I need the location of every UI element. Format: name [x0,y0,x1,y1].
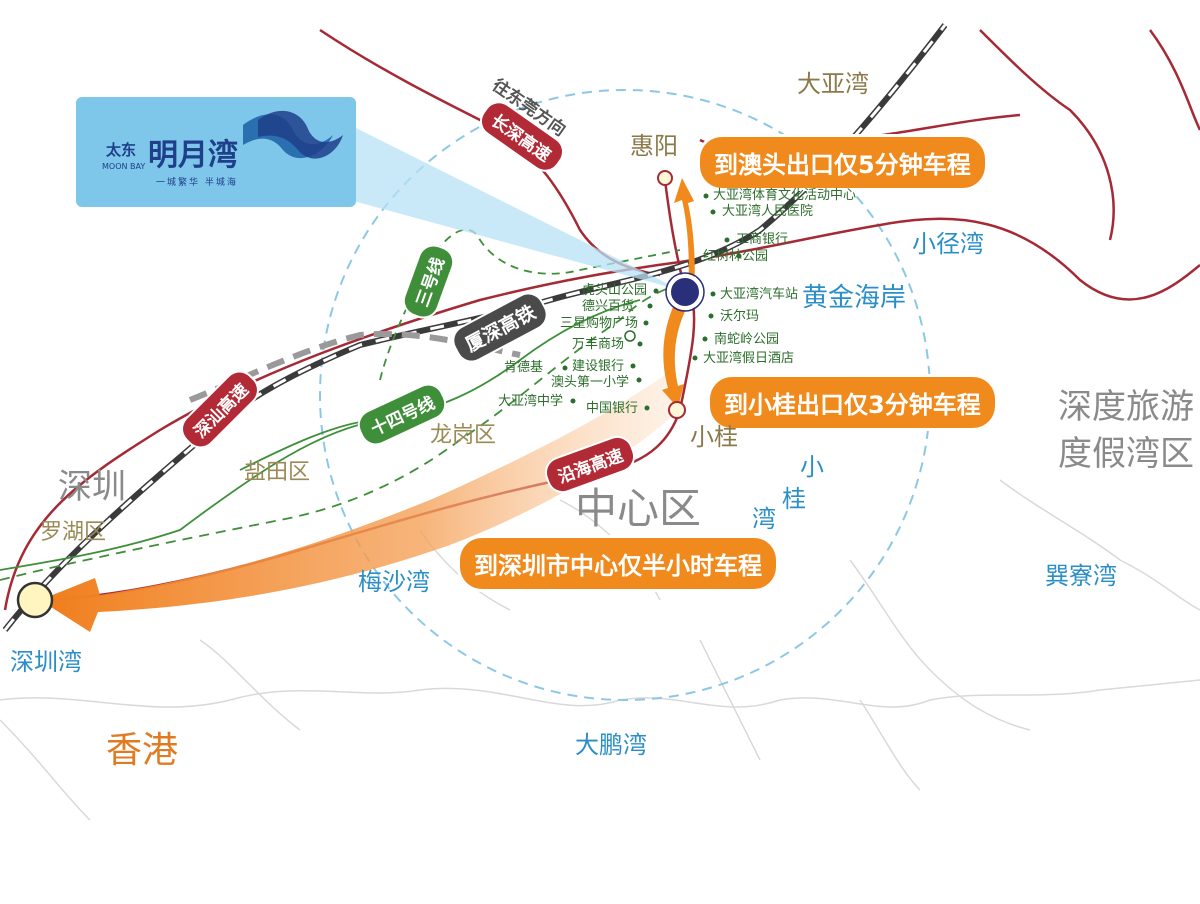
label-luohu: 罗湖区 [40,520,107,545]
poi-right-1: 大亚湾人民医院 [722,204,814,219]
poi-left-7: 大亚湾中学 [498,394,564,409]
label-huangjin-coast: 黄金海岸 [802,283,907,313]
logo-brand-cn-small: 太东 [106,141,137,159]
label-resort-line1: 深度旅游 [1058,387,1194,427]
poi-right-5: 沃尔玛 [720,309,760,324]
logo-beam [320,110,680,290]
label-meishawan: 梅沙湾 [358,568,430,596]
poi-right-6: 南蛇岭公园 [714,332,780,347]
project-logo-card[interactable]: 太东 MOON BAY 明月湾 一城繁华 半城海 [76,97,356,207]
poi-left-6: 澳头第一小学 [551,375,630,390]
xiaogui-node [668,401,686,419]
poi-right-3: 红树林公园 [703,249,769,264]
poi-right-4: 大亚湾汽车站 [720,287,799,302]
label-longgang: 龙岗区 [430,423,497,448]
callout-shenzhen: 到深圳市中心仅半小时车程 [460,538,776,589]
poi-right-0: 大亚湾体育文化活动中心 [713,188,857,203]
poi-left-1: 德兴百货 [582,299,635,314]
poi-marker-sanxing [624,330,636,342]
poi-left-4: 肯德基 [504,360,544,375]
label-yantian: 盐田区 [244,460,311,485]
poi-right-7: 大亚湾假日酒店 [703,351,795,366]
label-huiyang: 惠阳 [630,132,678,160]
logo-brand-cn-big: 明月湾 [148,138,238,173]
label-dapengwan: 大鹏湾 [575,731,647,759]
label-dayawan: 大亚湾 [797,70,869,98]
label-xunliaowan: 巽寮湾 [1045,562,1117,590]
shenzhenwan-node [16,581,54,619]
poi-dots [562,193,742,411]
label-shenzhenwan: 深圳湾 [10,648,82,676]
label-shenzhen: 深圳 [58,467,126,507]
logo-brand-en: MOON BAY [102,162,146,171]
label-resort-line2: 度假湾区 [1058,434,1194,474]
xiaogui-arrow [662,300,688,408]
huiyang-node [657,170,673,186]
label-hongkong: 香港 [106,730,179,771]
wave-logo-icon [243,110,343,159]
label-xiaojingwan: 小径湾 [912,230,984,258]
label-xiaogui: 小桂 [690,423,738,451]
aotou-arrow [674,178,695,292]
shenzhen-arrow [40,375,680,632]
callout-xiaogui: 到小桂出口仅3分钟车程 [710,377,995,428]
poi-left-0: 虎头山公园 [582,283,648,298]
label-zhongxinqu: 中心区 [575,484,702,533]
label-xiaoguiwan-2: 桂 [782,485,806,513]
poi-left-8: 中国银行 [586,401,639,416]
callout-aotou: 到澳头出口仅5分钟车程 [700,137,985,188]
poi-left-3: 万丰商场 [572,337,625,352]
railway-line [2,23,948,632]
label-xiaoguiwan-1: 小 [800,453,824,481]
project-location-marker [667,274,703,310]
poi-left-2: 三星购物广场 [560,316,639,331]
poi-right-2: 工商银行 [736,232,789,247]
label-xiaoguiwan-3: 湾 [752,505,776,533]
logo-slogan: 一城繁华 半城海 [156,178,238,188]
poi-left-5: 建设银行 [572,359,625,374]
